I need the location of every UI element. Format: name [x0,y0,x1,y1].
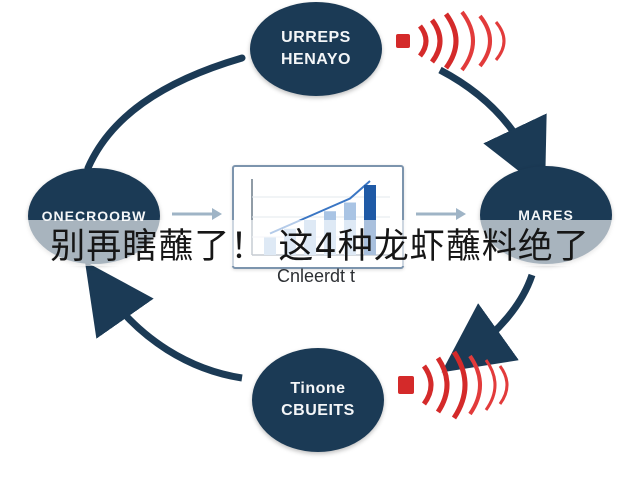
arrow-top-to-left [84,54,246,172]
center-chart-label: Cnleerdt t [276,266,356,286]
overlay-caption: 别再瞎蘸了！ 这4种龙虾蘸料绝了 [0,220,640,267]
node-top-line-2: HENAYO [281,51,351,68]
signal-waves-icon [396,10,506,72]
arrow-chart-to-right-head [456,208,466,220]
arrow-right-to-bottom [441,273,536,373]
arrow-bottom-to-left [84,261,243,382]
node-top-line-1: URREPS [281,29,351,46]
node-bottom-line-2: CBUEITS [281,402,355,419]
cycle-node-bottom: Tinone CBUEITS [252,348,384,452]
node-right-line-1: MARES [518,207,574,223]
node-bottom-line-1: Tinone [290,380,346,397]
cycle-node-top: URREPS HENAYO [250,2,382,96]
arrow-left-to-chart-head [212,208,222,220]
signal-waves-icon [398,350,509,420]
arrow-top-to-right [438,66,547,192]
